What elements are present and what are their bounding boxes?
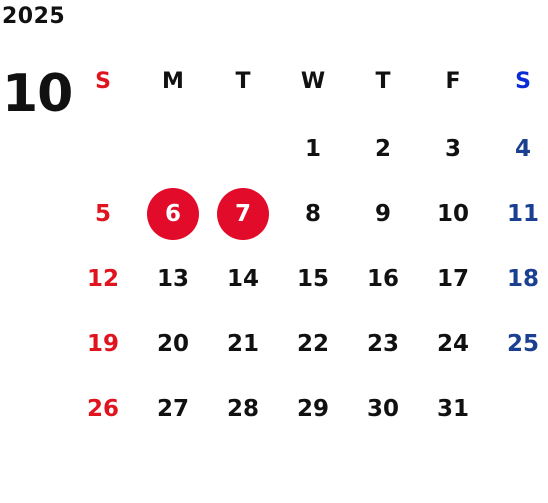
weekday-monday: M (162, 68, 184, 94)
day-number: 30 (366, 395, 399, 422)
day-cell: 1 (278, 116, 348, 181)
day-cell: 24 (418, 311, 488, 376)
day-cell: 31 (418, 376, 488, 441)
day-number: 20 (156, 330, 189, 357)
day-cell: 19 (68, 311, 138, 376)
day-cell: 27 (138, 376, 208, 441)
day-cell: 17 (418, 246, 488, 311)
day-cell: 29 (278, 376, 348, 441)
day-cell: 28 (208, 376, 278, 441)
calendar-grid: S M T W T F S 1 2 3 4 5 6 7 8 9 10 11 12… (68, 46, 548, 441)
week-row: 5 6 7 8 9 10 11 (68, 181, 548, 246)
day-number: 14 (226, 265, 259, 292)
day-cell: 22 (278, 311, 348, 376)
day-number (497, 383, 548, 435)
day-number: 29 (296, 395, 329, 422)
day-number: 16 (366, 265, 399, 292)
day-cell: 9 (348, 181, 418, 246)
day-cell (138, 116, 208, 181)
day-cell: 18 (488, 246, 548, 311)
day-number: 18 (506, 265, 539, 292)
day-number: 25 (506, 330, 539, 357)
day-cell: 30 (348, 376, 418, 441)
day-number: 10 (436, 200, 469, 227)
week-row: 19 20 21 22 23 24 25 (68, 311, 548, 376)
day-cell: 21 (208, 311, 278, 376)
day-cell: 5 (68, 181, 138, 246)
day-number (147, 123, 199, 175)
day-number: 2 (374, 135, 391, 162)
day-cell: 8 (278, 181, 348, 246)
week-row: 26 27 28 29 30 31 (68, 376, 548, 441)
day-number: 1 (304, 135, 321, 162)
day-cell: 13 (138, 246, 208, 311)
day-cell: 2 (348, 116, 418, 181)
week-row: 1 2 3 4 (68, 116, 548, 181)
day-cell: 23 (348, 311, 418, 376)
day-cell: 10 (418, 181, 488, 246)
day-number: 31 (436, 395, 469, 422)
weekday-wednesday: W (300, 68, 326, 94)
weekday-saturday: S (515, 68, 531, 94)
day-cell: 4 (488, 116, 548, 181)
day-number: 23 (366, 330, 399, 357)
day-cell: 25 (488, 311, 548, 376)
day-number (217, 123, 269, 175)
day-cell: 12 (68, 246, 138, 311)
day-number: 27 (156, 395, 189, 422)
day-number: 12 (86, 265, 119, 292)
day-cell: 20 (138, 311, 208, 376)
day-number: 21 (226, 330, 259, 357)
day-number: 11 (506, 200, 539, 227)
day-cell: 6 (138, 181, 208, 246)
day-cell: 11 (488, 181, 548, 246)
day-number: 13 (156, 265, 189, 292)
day-cell: 14 (208, 246, 278, 311)
holiday-day-number: 7 (217, 187, 269, 240)
day-cell (68, 116, 138, 181)
day-cell: 15 (278, 246, 348, 311)
day-number: 8 (304, 200, 321, 227)
day-number: 9 (374, 200, 391, 227)
weekday-header-row: S M T W T F S (68, 46, 548, 116)
day-number: 3 (444, 135, 461, 162)
day-number: 15 (296, 265, 329, 292)
holiday-day-number: 6 (147, 187, 199, 240)
day-number: 22 (296, 330, 329, 357)
day-number: 4 (514, 135, 531, 162)
month-number: 10 (2, 64, 73, 124)
day-cell: 26 (68, 376, 138, 441)
day-number: 24 (436, 330, 469, 357)
day-number: 19 (86, 330, 119, 357)
day-cell (488, 376, 548, 441)
day-number: 17 (436, 265, 469, 292)
day-cell: 16 (348, 246, 418, 311)
day-number: 26 (86, 395, 119, 422)
day-number: 5 (94, 200, 111, 227)
weekday-thursday: T (375, 68, 391, 94)
day-number (77, 123, 129, 175)
weekday-tuesday: T (235, 68, 251, 94)
day-cell: 7 (208, 181, 278, 246)
weekday-sunday: S (95, 68, 111, 94)
year-label: 2025 (2, 4, 66, 29)
day-cell: 3 (418, 116, 488, 181)
week-row: 12 13 14 15 16 17 18 (68, 246, 548, 311)
day-number: 28 (226, 395, 259, 422)
day-cell (208, 116, 278, 181)
weekday-friday: F (445, 68, 461, 94)
